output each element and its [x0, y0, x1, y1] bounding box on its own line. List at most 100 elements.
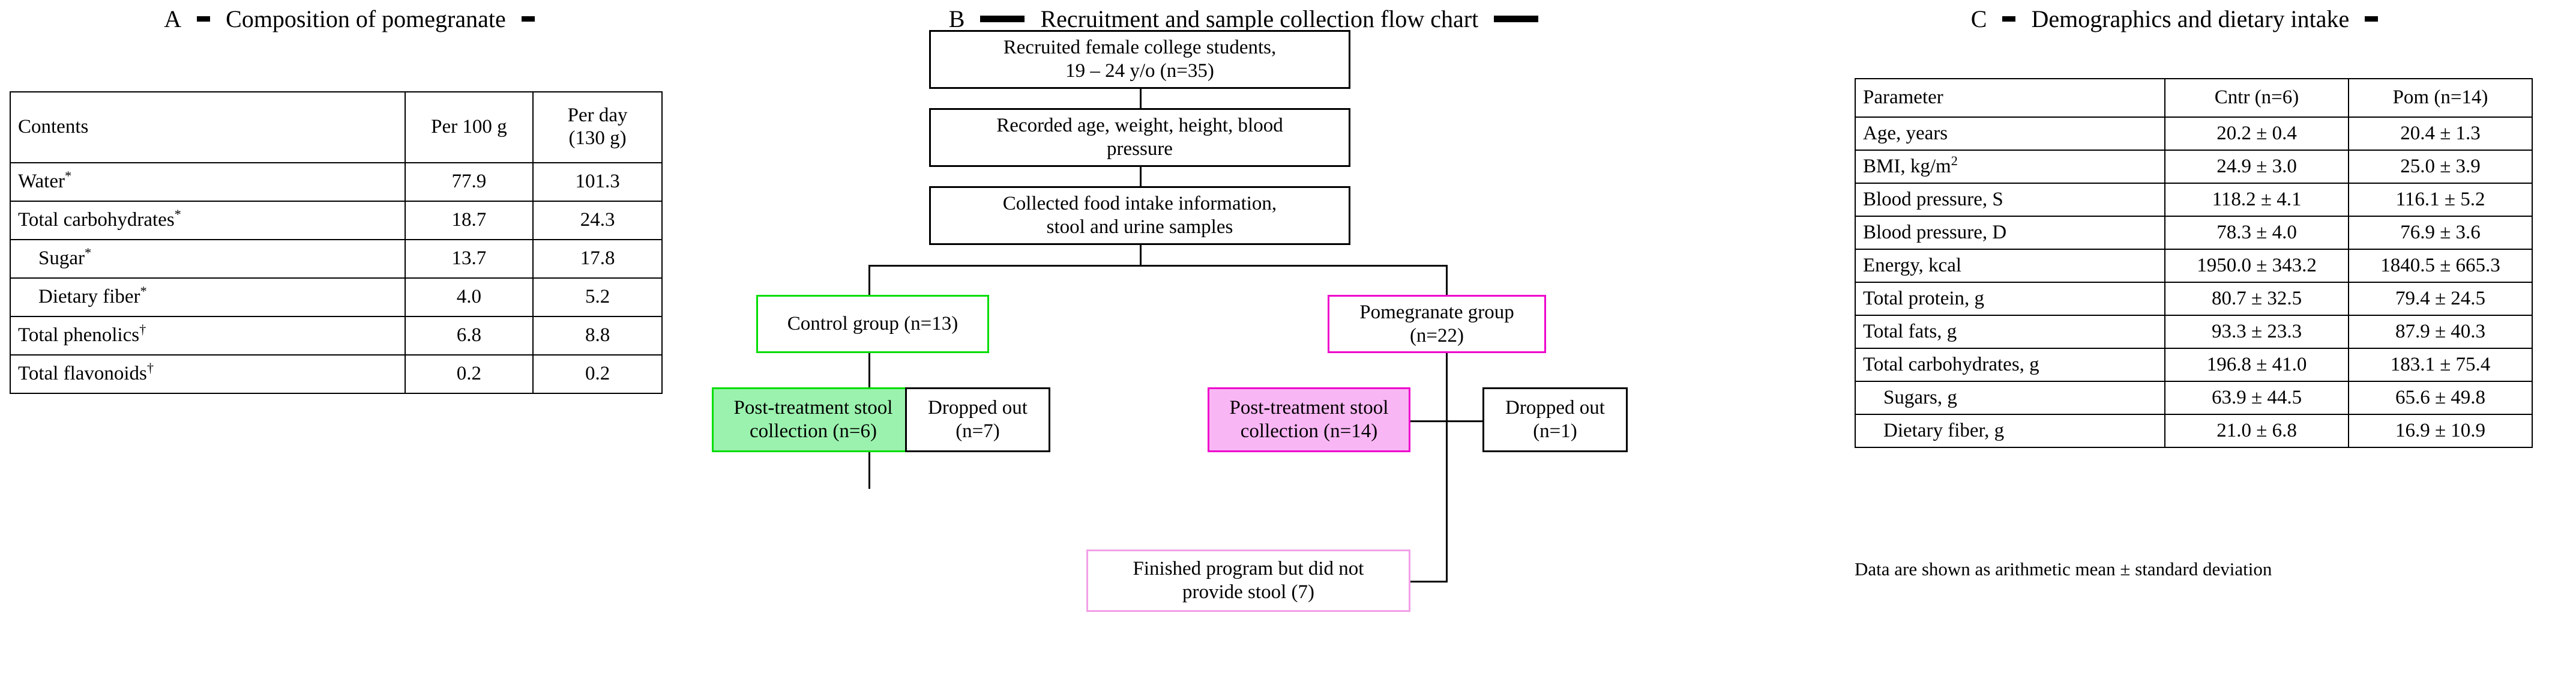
connector-pomegranate-to-dropped [1446, 420, 1483, 422]
row-label: Total phenolics† [10, 316, 406, 356]
node-recruited: Recruited female college students, 19 – … [929, 30, 1350, 89]
cell-per-100g: 13.7 [404, 239, 534, 279]
row-label-text: BMI, kg/m [1863, 155, 1951, 177]
row-marker: * [64, 168, 72, 184]
row-label: Blood pressure, D [1854, 216, 2166, 250]
table-row: Total carbohydrates, g 196.8 ± 41.0 183.… [1854, 348, 2533, 382]
table-row: Total carbohydrates* 18.7 24.3 [10, 201, 663, 240]
dash-rule-left-icon [197, 16, 211, 22]
row-label-superscript: 2 [1951, 153, 1958, 168]
cell-pom: 79.4 ± 24.5 [2348, 282, 2533, 316]
connector-pomegranate-spine [1446, 353, 1448, 583]
column-header-cntr: Cntr (n=6) [2164, 78, 2350, 118]
node-control-stool-collection: Post-treatment stool collection (n=6) [712, 387, 915, 452]
row-label-text: Total phenolics [18, 324, 140, 347]
cell-pom: 16.9 ± 10.9 [2348, 414, 2533, 448]
flow-chart: Recruited female college students, 19 – … [712, 0, 1789, 681]
cell-pom: 87.9 ± 40.3 [2348, 315, 2533, 349]
table-header-row: Parameter Cntr (n=6) Pom (n=14) [1854, 78, 2533, 118]
column-header-parameter: Parameter [1854, 78, 2166, 118]
connector-pomegranate-to-finished [1407, 581, 1448, 583]
table-row: Water* 77.9 101.3 [10, 162, 663, 202]
table-row: Sugar* 13.7 17.8 [10, 239, 663, 279]
connector-split-to-control [868, 265, 870, 295]
node-control-group-label: Control group (n=13) [787, 313, 958, 335]
node-recruited-line2: 19 – 24 y/o (n=35) [1065, 60, 1214, 82]
row-marker: † [139, 322, 146, 337]
node-recorded-line1: Recorded age, weight, height, blood [996, 115, 1283, 137]
row-label: Total flavonoids† [10, 354, 406, 394]
node-collected-line1: Collected food intake information, [1002, 193, 1277, 215]
cell-pom: 65.6 ± 49.8 [2348, 381, 2533, 415]
dash-rule-right-icon [521, 16, 535, 22]
node-control-stool-line2: collection (n=6) [750, 420, 877, 442]
cell-cntr: 196.8 ± 41.0 [2164, 348, 2350, 382]
bar-rule-left-icon [980, 16, 1025, 22]
row-label: Energy, kcal [1854, 249, 2166, 283]
node-finished-no-stool: Finished program but did not provide sto… [1086, 549, 1410, 612]
table-row: Blood pressure, S 118.2 ± 4.1 116.1 ± 5.… [1854, 183, 2533, 217]
panel-a: A Composition of pomegranate Contents Pe… [0, 0, 714, 681]
table-header-row: Contents Per 100 g Per day (130 g) [10, 91, 663, 163]
cell-pom: 183.1 ± 75.4 [2348, 348, 2533, 382]
row-label: Total fats, g [1854, 315, 2166, 349]
cell-pom: 20.4 ± 1.3 [2348, 117, 2533, 151]
row-label: Dietary fiber* [10, 277, 406, 317]
row-label: Blood pressure, S [1854, 183, 2166, 217]
node-pomegranate-stool-collection: Post-treatment stool collection (n=14) [1208, 387, 1410, 452]
row-label-text: Total carbohydrates [18, 209, 175, 231]
cell-cntr: 21.0 ± 6.8 [2164, 414, 2350, 448]
cell-cntr: 24.9 ± 3.0 [2164, 150, 2350, 184]
node-pomegranate-dropped-out: Dropped out (n=1) [1482, 387, 1628, 452]
dash-rule-right-icon [2365, 16, 2379, 22]
column-header-per-day: Per day (130 g) [532, 91, 663, 163]
bar-rule-right-icon [1494, 16, 1539, 22]
row-label: Dietary fiber, g [1854, 414, 2166, 448]
connector-split-to-pomegranate [1446, 265, 1448, 295]
panel-a-title: Composition of pomegranate [226, 5, 506, 32]
table-row: BMI, kg/m2 24.9 ± 3.0 25.0 ± 3.9 [1854, 150, 2533, 184]
table-row: Dietary fiber, g 21.0 ± 6.8 16.9 ± 10.9 [1854, 414, 2533, 448]
cell-cntr: 80.7 ± 32.5 [2164, 282, 2350, 316]
table-row: Dietary fiber* 4.0 5.2 [10, 277, 663, 317]
row-label-text: Sugar [38, 247, 85, 270]
panel-a-heading: A Composition of pomegranate [0, 5, 714, 33]
column-header-pom: Pom (n=14) [2348, 78, 2533, 118]
node-recruited-line1: Recruited female college students, [1003, 37, 1277, 59]
composition-table: Contents Per 100 g Per day (130 g) Water… [10, 91, 663, 394]
node-pomegranate-group-line2: (n=22) [1409, 324, 1464, 347]
row-marker: * [174, 207, 181, 222]
row-label: Total protein, g [1854, 282, 2166, 316]
cell-cntr: 118.2 ± 4.1 [2164, 183, 2350, 217]
node-control-dropped-line2: (n=7) [955, 420, 1000, 442]
row-label-text: Total flavonoids [18, 363, 147, 385]
node-control-dropped-line1: Dropped out [928, 397, 1028, 419]
table-footnote: Data are shown as arithmetic mean ± stan… [1855, 558, 2272, 580]
row-label: Water* [10, 162, 406, 202]
table-row: Total fats, g 93.3 ± 23.3 87.9 ± 40.3 [1854, 315, 2533, 349]
table-row: Blood pressure, D 78.3 ± 4.0 76.9 ± 3.6 [1854, 216, 2533, 250]
node-pomegranate-group: Pomegranate group (n=22) [1328, 295, 1546, 353]
cell-per-day: 17.8 [532, 239, 663, 279]
panel-c: C Demographics and dietary intake Parame… [1789, 0, 2576, 681]
node-pomegranate-group-line1: Pomegranate group [1359, 301, 1514, 323]
table-row: Age, years 20.2 ± 0.4 20.4 ± 1.3 [1854, 117, 2533, 151]
cell-per-day: 8.8 [532, 316, 663, 356]
panel-b-title: Recruitment and sample collection flow c… [1040, 5, 1479, 32]
table-row: Total flavonoids† 0.2 0.2 [10, 354, 663, 394]
connector-pomegranate-to-stool [1407, 420, 1448, 422]
table-row: Energy, kcal 1950.0 ± 343.2 1840.5 ± 665… [1854, 249, 2533, 283]
panel-a-letter: A [164, 5, 182, 32]
table-row: Total protein, g 80.7 ± 32.5 79.4 ± 24.5 [1854, 282, 2533, 316]
cell-per-100g: 6.8 [404, 316, 534, 356]
node-pomegranate-stool-line2: collection (n=14) [1240, 420, 1378, 442]
cell-cntr: 20.2 ± 0.4 [2164, 117, 2350, 151]
node-control-group: Control group (n=13) [756, 295, 989, 353]
row-label: Total carbohydrates, g [1854, 348, 2166, 382]
demographics-table: Parameter Cntr (n=6) Pom (n=14) Age, yea… [1854, 78, 2533, 448]
node-collected: Collected food intake information, stool… [929, 186, 1350, 245]
node-pomegranate-dropped-line1: Dropped out [1505, 397, 1605, 419]
connector-split-horizontal [868, 265, 1448, 267]
node-finished-line2: provide stool (7) [1182, 581, 1314, 603]
cell-cntr: 78.3 ± 4.0 [2164, 216, 2350, 250]
